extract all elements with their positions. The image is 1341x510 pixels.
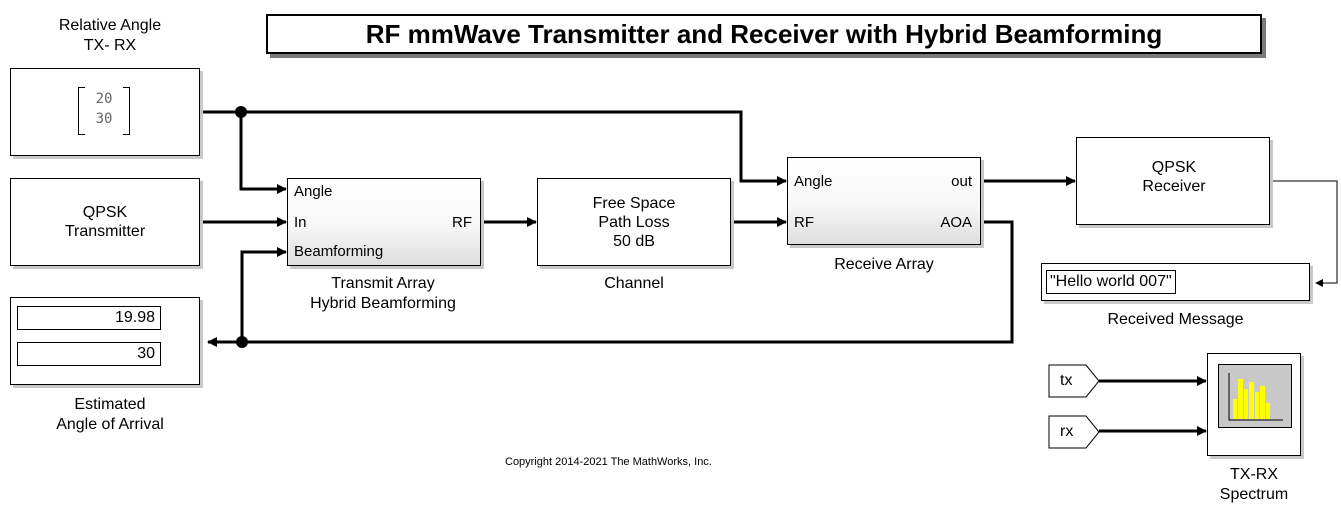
channel-block[interactable]: Free Space Path Loss 50 dB <box>537 178 731 266</box>
wire-angle-to-tx <box>201 110 287 194</box>
qpsk-receiver-block[interactable]: QPSK Receiver <box>1076 137 1270 225</box>
rx-port-rf: RF <box>794 214 814 231</box>
diagram-title: RF mmWave Transmitter and Receiver with … <box>266 14 1262 54</box>
received-message-display[interactable]: "Hello world 007" <box>1041 263 1310 301</box>
estimated-aoa-display[interactable]: 19.98 30 <box>10 297 200 385</box>
wire-receiver-to-message <box>1270 180 1338 287</box>
rx-port-shape <box>1048 415 1100 449</box>
estimated-aoa-label: Estimated Angle of Arrival <box>56 396 164 433</box>
tx-port-angle: Angle <box>294 183 333 200</box>
wire-aoa-feedback <box>207 220 1014 347</box>
channel-label: Channel <box>604 275 664 292</box>
received-message-label: Received Message <box>1107 311 1244 328</box>
qpsk-receiver-text: QPSK Receiver <box>1142 159 1206 195</box>
spectrum-label: TX-RX Spectrum <box>1219 466 1289 503</box>
received-message-value: "Hello world 007" <box>1046 270 1176 294</box>
tx-port-shape <box>1048 364 1100 398</box>
rx-port-angle: Angle <box>794 173 833 190</box>
qpsk-transmitter-block[interactable]: QPSK Transmitter <box>10 178 200 266</box>
scope-screen <box>1218 364 1292 428</box>
relative-angle-block[interactable]: 20 30 <box>10 68 200 156</box>
junction-angle <box>235 106 247 118</box>
receive-array-block[interactable]: Angle RF out AOA <box>787 157 981 245</box>
spectrum-scope-block[interactable] <box>1207 353 1301 456</box>
relative-angle-label: Relative Angle TX- RX <box>58 17 162 54</box>
spectrum-icon <box>1228 373 1283 421</box>
matrix-row-1: 20 <box>95 91 113 107</box>
tx-port-in: In <box>294 214 307 231</box>
tx-port-label[interactable]: tx <box>1060 372 1073 389</box>
matrix-value: 20 30 <box>78 87 130 135</box>
tx-port-beamforming: Beamforming <box>294 243 384 260</box>
copyright-text: Copyright 2014-2021 The MathWorks, Inc. <box>505 456 712 468</box>
transmit-array-label: Transmit Array Hybrid Beamforming <box>310 275 456 312</box>
wire-angle-to-rx <box>241 110 787 186</box>
rx-port-label[interactable]: rx <box>1060 423 1074 440</box>
aoa-value-2: 30 <box>17 342 161 366</box>
rx-port-out: out <box>951 173 972 190</box>
transmit-array-block[interactable]: Angle In Beamforming RF <box>287 178 481 266</box>
wire-aoa-to-beamforming <box>240 247 287 342</box>
matrix-row-2: 30 <box>95 111 113 127</box>
receive-array-label: Receive Array <box>834 256 934 273</box>
junction-aoa <box>236 336 248 348</box>
aoa-value-1: 19.98 <box>17 306 161 330</box>
spectrum-input-ports <box>1048 364 1100 449</box>
tx-port-rf: RF <box>452 214 472 231</box>
rx-port-aoa: AOA <box>940 214 972 231</box>
